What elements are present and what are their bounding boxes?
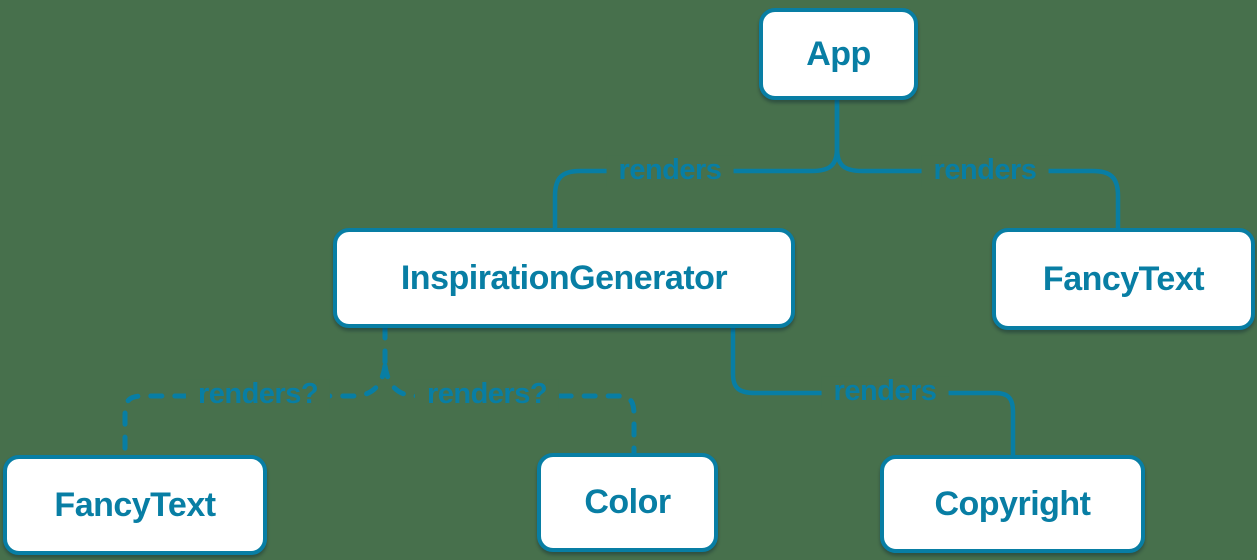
node-inspiration-generator: InspirationGenerator (333, 228, 795, 328)
node-fancy-text-top: FancyText (992, 228, 1255, 330)
edge-label-renders-fancytext-bottom: renders? (185, 378, 331, 411)
edge-label-renders-fancytext: renders (921, 154, 1049, 187)
edge-label-renders-color: renders? (414, 378, 560, 411)
node-color-label: Color (584, 483, 671, 521)
node-color: Color (537, 453, 718, 552)
node-inspiration-generator-label: InspirationGenerator (400, 258, 728, 297)
node-fancy-text-bottom-label: FancyText (54, 485, 216, 524)
edge-label-renders-inspirationgenerator: renders (606, 154, 734, 187)
node-copyright: Copyright (880, 455, 1145, 553)
node-app: App (759, 8, 918, 100)
node-fancy-text-bottom: FancyText (3, 455, 267, 555)
node-app-label: App (806, 34, 871, 73)
node-copyright-label: Copyright (934, 484, 1091, 523)
node-fancy-text-top-label: FancyText (1042, 259, 1205, 298)
edge-label-renders-copyright: renders (821, 375, 949, 408)
edge-inspirationgenerator-color-dashed (382, 363, 637, 457)
